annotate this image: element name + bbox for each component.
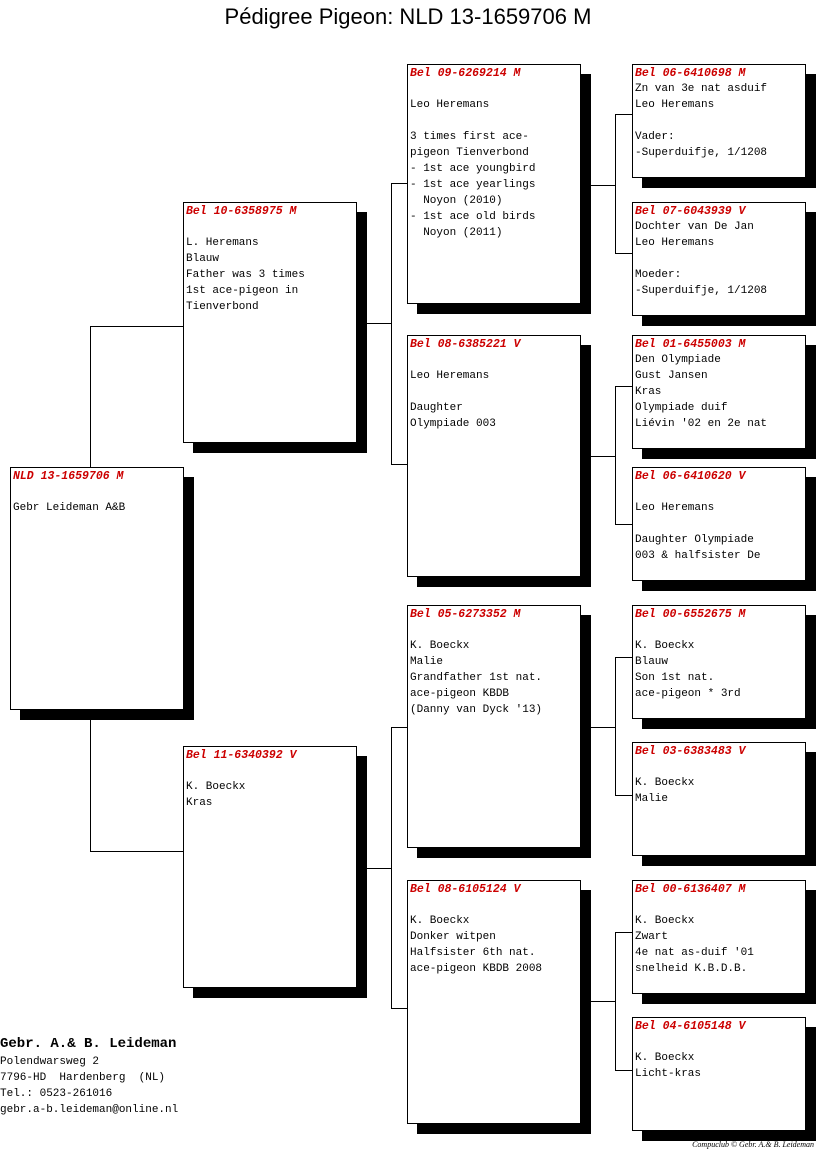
pigeon-notes: K. Boeckx Kras [186, 781, 246, 809]
connector [580, 727, 615, 728]
pigeon-notes: Leo Heremans 3 times first ace- pigeon T… [410, 99, 536, 239]
connector [615, 657, 632, 658]
pigeon-notes: K. Boeckx Licht-kras [635, 1052, 702, 1080]
ring-number: Bel 00-6552675 M [635, 608, 746, 621]
connector [615, 795, 632, 796]
breeder-info: Gebr. A.& B. Leideman Polendwarsweg 2 77… [0, 1034, 178, 1118]
connector [615, 114, 616, 254]
pigeon-notes: K. Boeckx Blauw Son 1st nat. ace-pigeon … [635, 640, 741, 700]
connector [391, 183, 407, 184]
pigeon-notes: Zn van 3e nat asduif Leo Heremans Vader:… [635, 83, 768, 159]
connector [356, 323, 391, 324]
connector [391, 727, 392, 1009]
connector [580, 185, 615, 186]
breeder-name: Gebr. A.& B. Leideman [0, 1036, 177, 1052]
pigeon-card-great-grandparent-7[interactable]: Bel 00-6136407 M K. Boeckx Zwart 4e nat … [632, 880, 806, 994]
connector [615, 932, 616, 1071]
pigeon-card-great-grandparent-1[interactable]: Bel 06-6410698 M Zn van 3e nat asduif Le… [632, 64, 806, 178]
pigeon-notes: K. Boeckx Zwart 4e nat as-duif '01 snelh… [635, 915, 754, 975]
connector [615, 386, 616, 525]
ring-number: Bel 08-6385221 V [410, 338, 521, 351]
pigeon-card-subject[interactable]: NLD 13-1659706 M Gebr Leideman A&B [10, 467, 184, 710]
ring-number: Bel 03-6383483 V [635, 745, 746, 758]
ring-number: Bel 05-6273352 M [410, 608, 521, 621]
pigeon-notes: K. Boeckx Malie [635, 777, 695, 805]
connector [615, 253, 632, 254]
ring-number: Bel 04-6105148 V [635, 1020, 746, 1033]
pigeon-notes: K. Boeckx Donker witpen Halfsister 6th n… [410, 915, 543, 975]
pigeon-card-great-grandparent-4[interactable]: Bel 06-6410620 V Leo Heremans Daughter O… [632, 467, 806, 581]
pigeon-notes: K. Boeckx Malie Grandfather 1st nat. ace… [410, 640, 543, 716]
pigeon-card-great-grandparent-8[interactable]: Bel 04-6105148 V K. Boeckx Licht-kras [632, 1017, 806, 1131]
pigeon-card-father[interactable]: Bel 10-6358975 M L. Heremans Blauw Fathe… [183, 202, 357, 443]
ring-number: Bel 10-6358975 M [186, 205, 297, 218]
pigeon-notes: Leo Heremans Daughter Olympiade 003 [410, 370, 496, 430]
connector [615, 657, 616, 796]
connector [391, 1008, 407, 1009]
pigeon-card-great-grandparent-5[interactable]: Bel 00-6552675 M K. Boeckx Blauw Son 1st… [632, 605, 806, 719]
connector [615, 114, 632, 115]
ring-number: Bel 01-6455003 M [635, 338, 746, 351]
pigeon-notes: Leo Heremans Daughter Olympiade 003 & ha… [635, 502, 761, 562]
pigeon-notes: Gebr Leideman A&B [13, 502, 126, 514]
connector [391, 464, 407, 465]
pigeon-notes: Den Olympiade Gust Jansen Kras Olympiade… [635, 354, 768, 430]
ring-number: Bel 11-6340392 V [186, 749, 297, 762]
pigeon-card-paternal-grandfather[interactable]: Bel 09-6269214 M Leo Heremans 3 times fi… [407, 64, 581, 304]
breeder-city: 7796-HD Hardenberg (NL) [0, 1072, 166, 1084]
connector [580, 456, 615, 457]
connector [391, 183, 392, 465]
breeder-email: gebr.a-b.leideman@online.nl [0, 1104, 179, 1116]
connector [90, 326, 183, 327]
ring-number: Bel 07-6043939 V [635, 205, 746, 218]
breeder-address: Polendwarsweg 2 [0, 1056, 100, 1068]
pigeon-card-paternal-grandmother[interactable]: Bel 08-6385221 V Leo Heremans Daughter O… [407, 335, 581, 577]
software-credit: Compuclub © Gebr. A.& B. Leideman [692, 1140, 814, 1149]
ring-number: NLD 13-1659706 M [13, 470, 124, 483]
connector [356, 868, 391, 869]
pigeon-notes: L. Heremans Blauw Father was 3 times 1st… [186, 237, 305, 313]
connector [615, 386, 632, 387]
pigeon-card-great-grandparent-3[interactable]: Bel 01-6455003 M Den Olympiade Gust Jans… [632, 335, 806, 449]
connector [615, 932, 632, 933]
ring-number: Bel 00-6136407 M [635, 883, 746, 896]
ring-number: Bel 09-6269214 M [410, 67, 521, 80]
ring-number: Bel 06-6410698 M [635, 67, 746, 80]
connector [615, 524, 632, 525]
page-title: Pédigree Pigeon: NLD 13-1659706 M [224, 4, 592, 29]
pigeon-card-mother[interactable]: Bel 11-6340392 V K. Boeckx Kras [183, 746, 357, 988]
connector [90, 851, 183, 852]
pigeon-card-great-grandparent-2[interactable]: Bel 07-6043939 V Dochter van De Jan Leo … [632, 202, 806, 316]
connector [391, 727, 407, 728]
pigeon-notes: Dochter van De Jan Leo Heremans Moeder: … [635, 221, 768, 297]
pigeon-card-great-grandparent-6[interactable]: Bel 03-6383483 V K. Boeckx Malie [632, 742, 806, 856]
pigeon-card-maternal-grandmother[interactable]: Bel 08-6105124 V K. Boeckx Donker witpen… [407, 880, 581, 1124]
connector [615, 1070, 632, 1071]
pigeon-card-maternal-grandfather[interactable]: Bel 05-6273352 M K. Boeckx Malie Grandfa… [407, 605, 581, 848]
ring-number: Bel 08-6105124 V [410, 883, 521, 896]
breeder-phone: Tel.: 0523-261016 [0, 1088, 113, 1100]
ring-number: Bel 06-6410620 V [635, 470, 746, 483]
connector [580, 1001, 615, 1002]
